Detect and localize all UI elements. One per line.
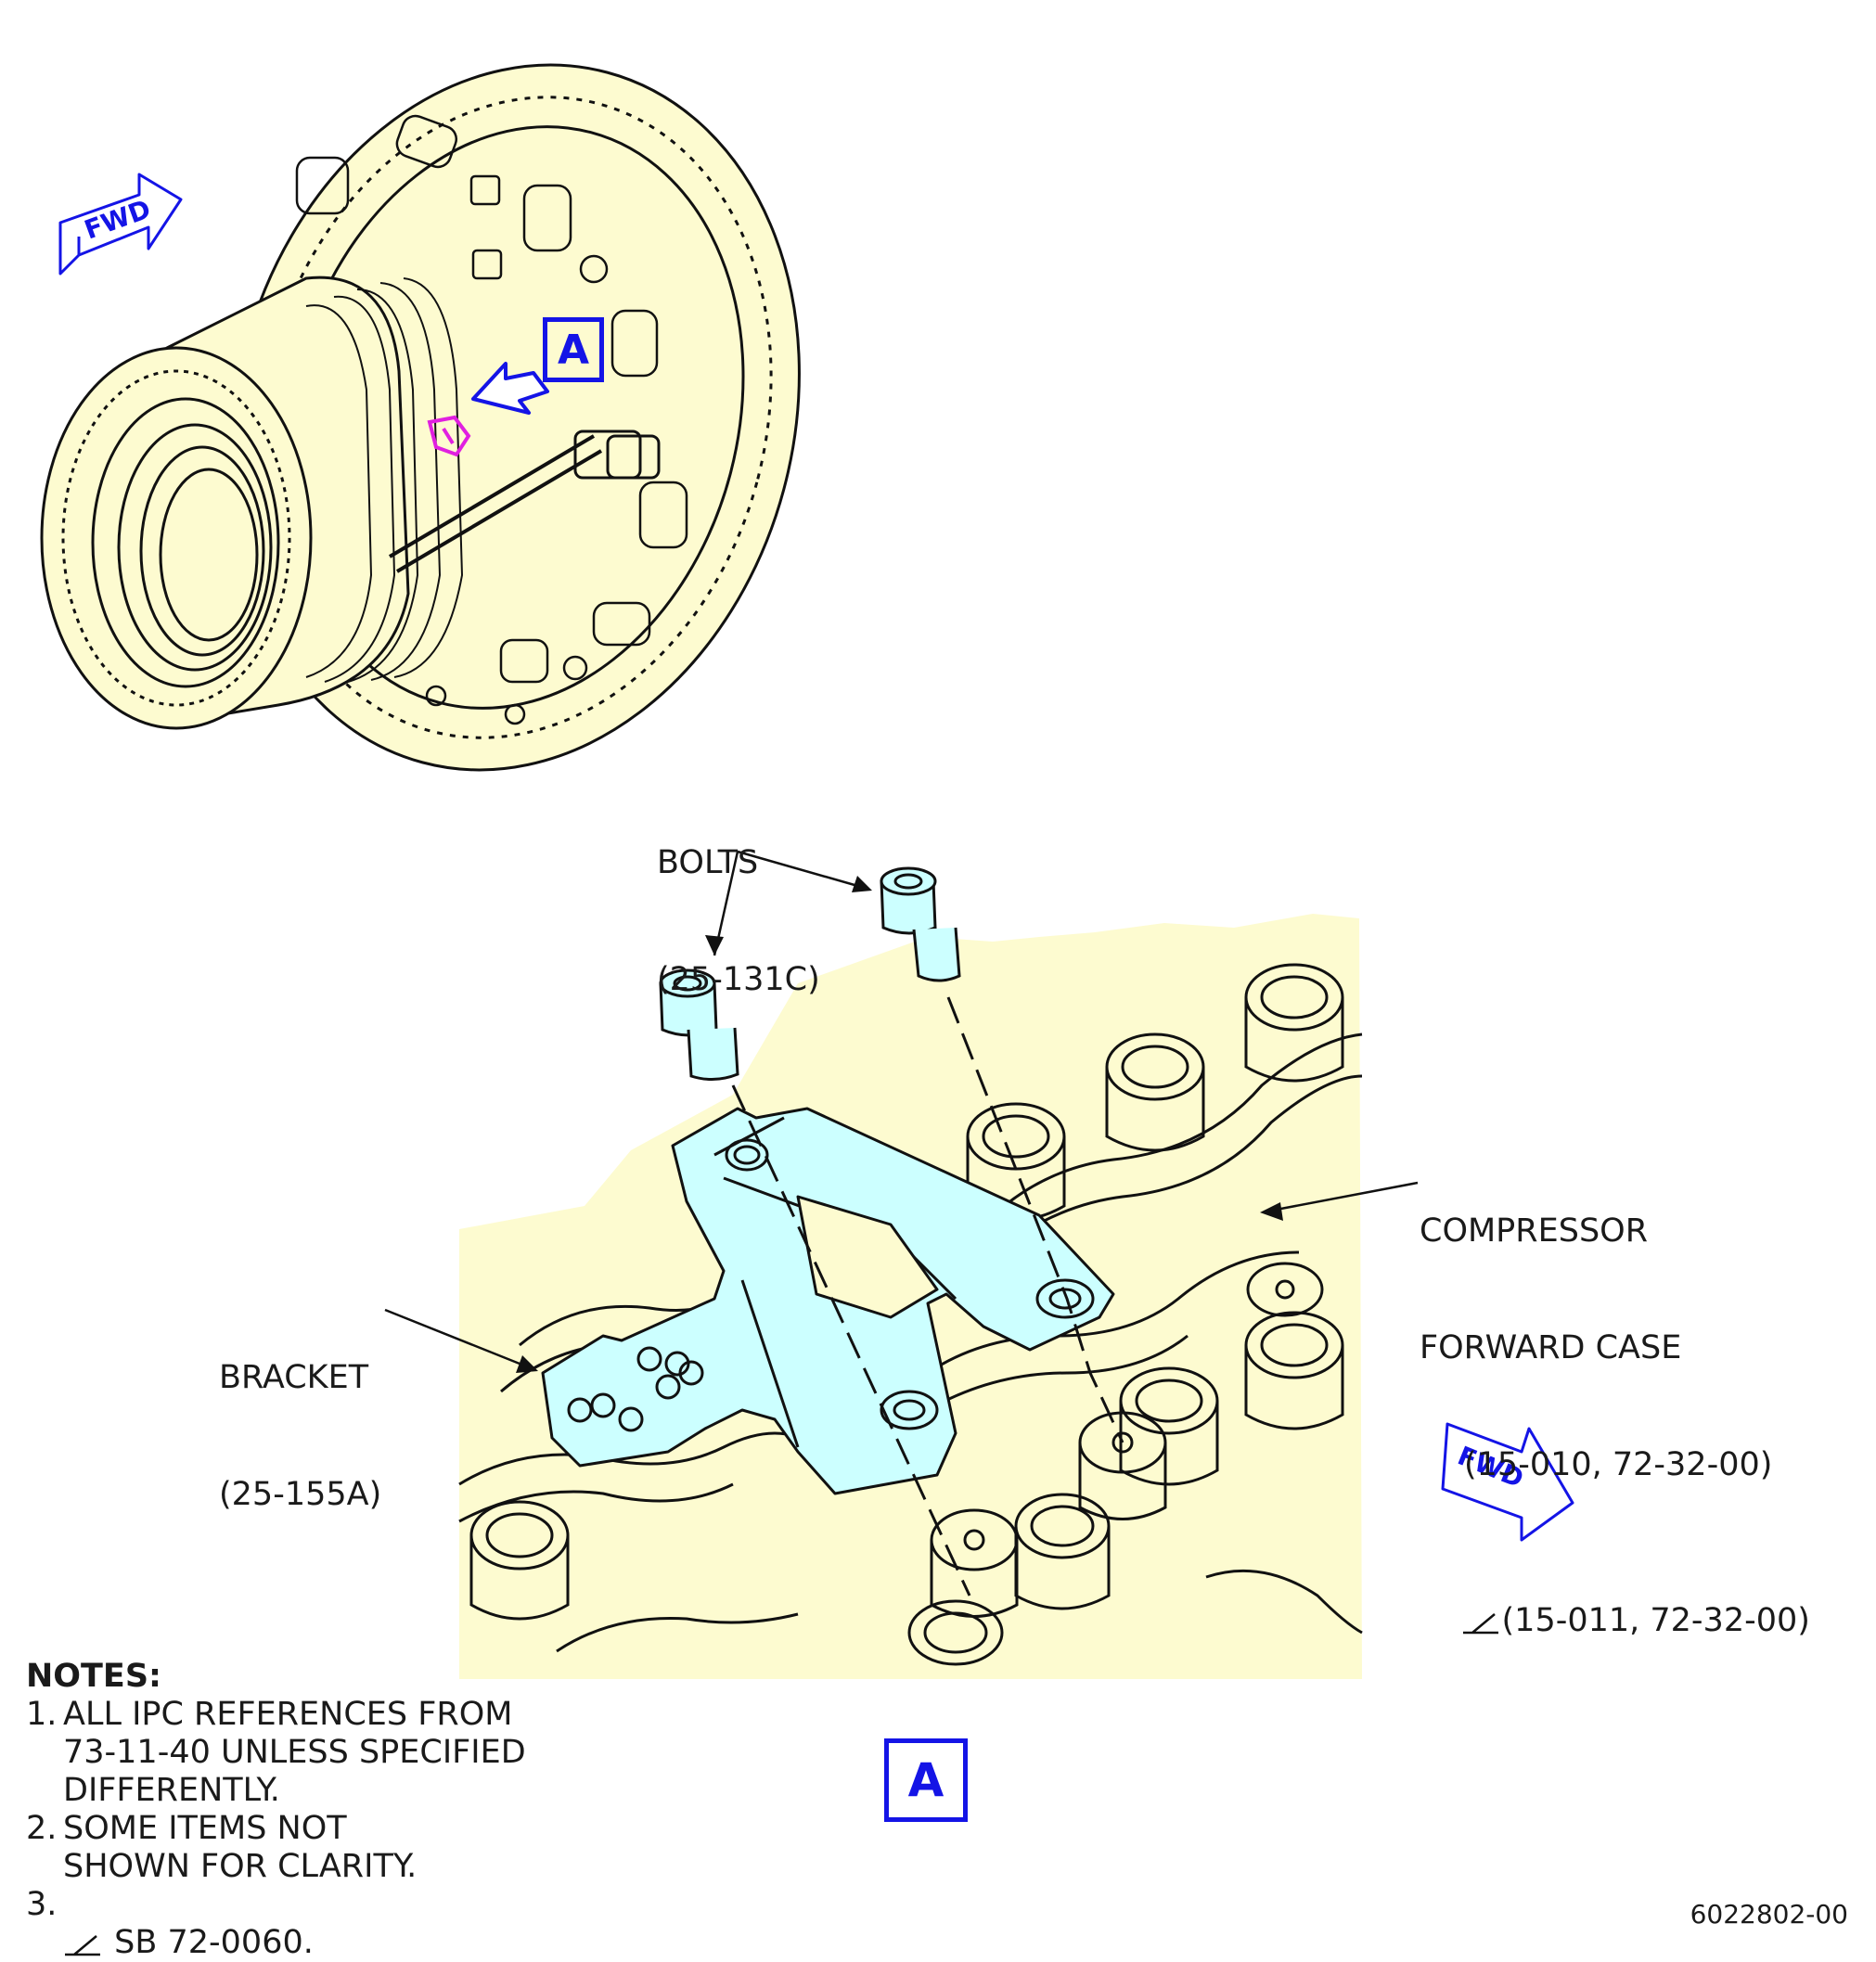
note-text-row: SB 72-0060. <box>63 1886 314 1962</box>
bracket-location-highlight <box>427 415 471 457</box>
note-number: 2. <box>26 1810 58 1847</box>
note-number: 3. <box>26 1886 58 1923</box>
bracket-holes <box>567 1138 1095 1432</box>
figure-number: 6022802-00 <box>1690 1899 1848 1930</box>
bracket-part <box>541 1107 1115 1495</box>
actuator-tube <box>388 434 603 573</box>
bolt-right <box>880 866 961 982</box>
notes-title: NOTES: <box>26 1658 162 1695</box>
stage-rings <box>305 277 464 683</box>
bolts-name: BOLTS <box>657 844 759 881</box>
note-item-1: 1. ALL IPC REFERENCES FROM 73-11-40 UNLE… <box>26 1696 526 1810</box>
case-bosses <box>469 963 1344 1666</box>
leader-lines <box>384 850 1419 1366</box>
case-leader <box>1270 1181 1419 1212</box>
bracket-leader <box>384 1308 520 1366</box>
detail-view-a <box>384 850 1419 1679</box>
bolt-left <box>659 968 739 1081</box>
note-item-2: 2. SOME ITEMS NOT SHOWN FOR CLARITY. <box>26 1810 526 1886</box>
notes-block: NOTES: 1. ALL IPC REFERENCES FROM 73-11-… <box>26 1658 526 1962</box>
note-text: SB 72-0060. <box>114 1924 314 1961</box>
flange-ports <box>295 114 688 725</box>
case-label: COMPRESSOR FORWARD CASE (15-010, 72-32-0… <box>1420 1134 1810 1718</box>
note-text: SOME ITEMS NOT SHOWN FOR CLARITY. <box>63 1810 418 1885</box>
case-line2: FORWARD CASE <box>1420 1329 1682 1366</box>
sb-revision-mark-icon <box>1462 1613 1498 1635</box>
note-number: 1. <box>26 1696 58 1733</box>
bolt-centerlines <box>731 996 1124 1597</box>
view-a-callout-top: A <box>543 317 604 382</box>
case-line1: COMPRESSOR <box>1420 1212 1649 1250</box>
bracket-label: BRACKET (25-155A) <box>219 1280 381 1553</box>
case-ref2-row: (15-011, 72-32-00) <box>1420 1562 1810 1679</box>
sb-revision-mark-icon <box>65 1935 100 1956</box>
view-a-callout-bottom: A <box>884 1738 968 1822</box>
bolts-label: BOLTS (25-131C) <box>657 765 820 1038</box>
note-text: ALL IPC REFERENCES FROM 73-11-40 UNLESS … <box>63 1696 526 1809</box>
note-item-3: 3. SB 72-0060. <box>26 1886 526 1962</box>
view-a-pointer-arrow <box>471 362 549 415</box>
case-ribs <box>458 1032 1363 1653</box>
fwd-arrow-right <box>1441 1422 1574 1542</box>
engine-overview <box>40 63 801 772</box>
case-ref2: (15-011, 72-32-00) <box>1501 1602 1810 1639</box>
bracket-name: BRACKET <box>219 1359 369 1396</box>
fwd-arrow-top <box>58 173 183 276</box>
leader-arrowheads <box>516 876 1283 1373</box>
case-ref1: (15-010, 72-32-00) <box>1464 1446 1773 1483</box>
bracket-ref: (25-155A) <box>219 1476 382 1513</box>
bolts-ref: (25-131C) <box>657 961 820 998</box>
front-ring <box>40 346 313 730</box>
